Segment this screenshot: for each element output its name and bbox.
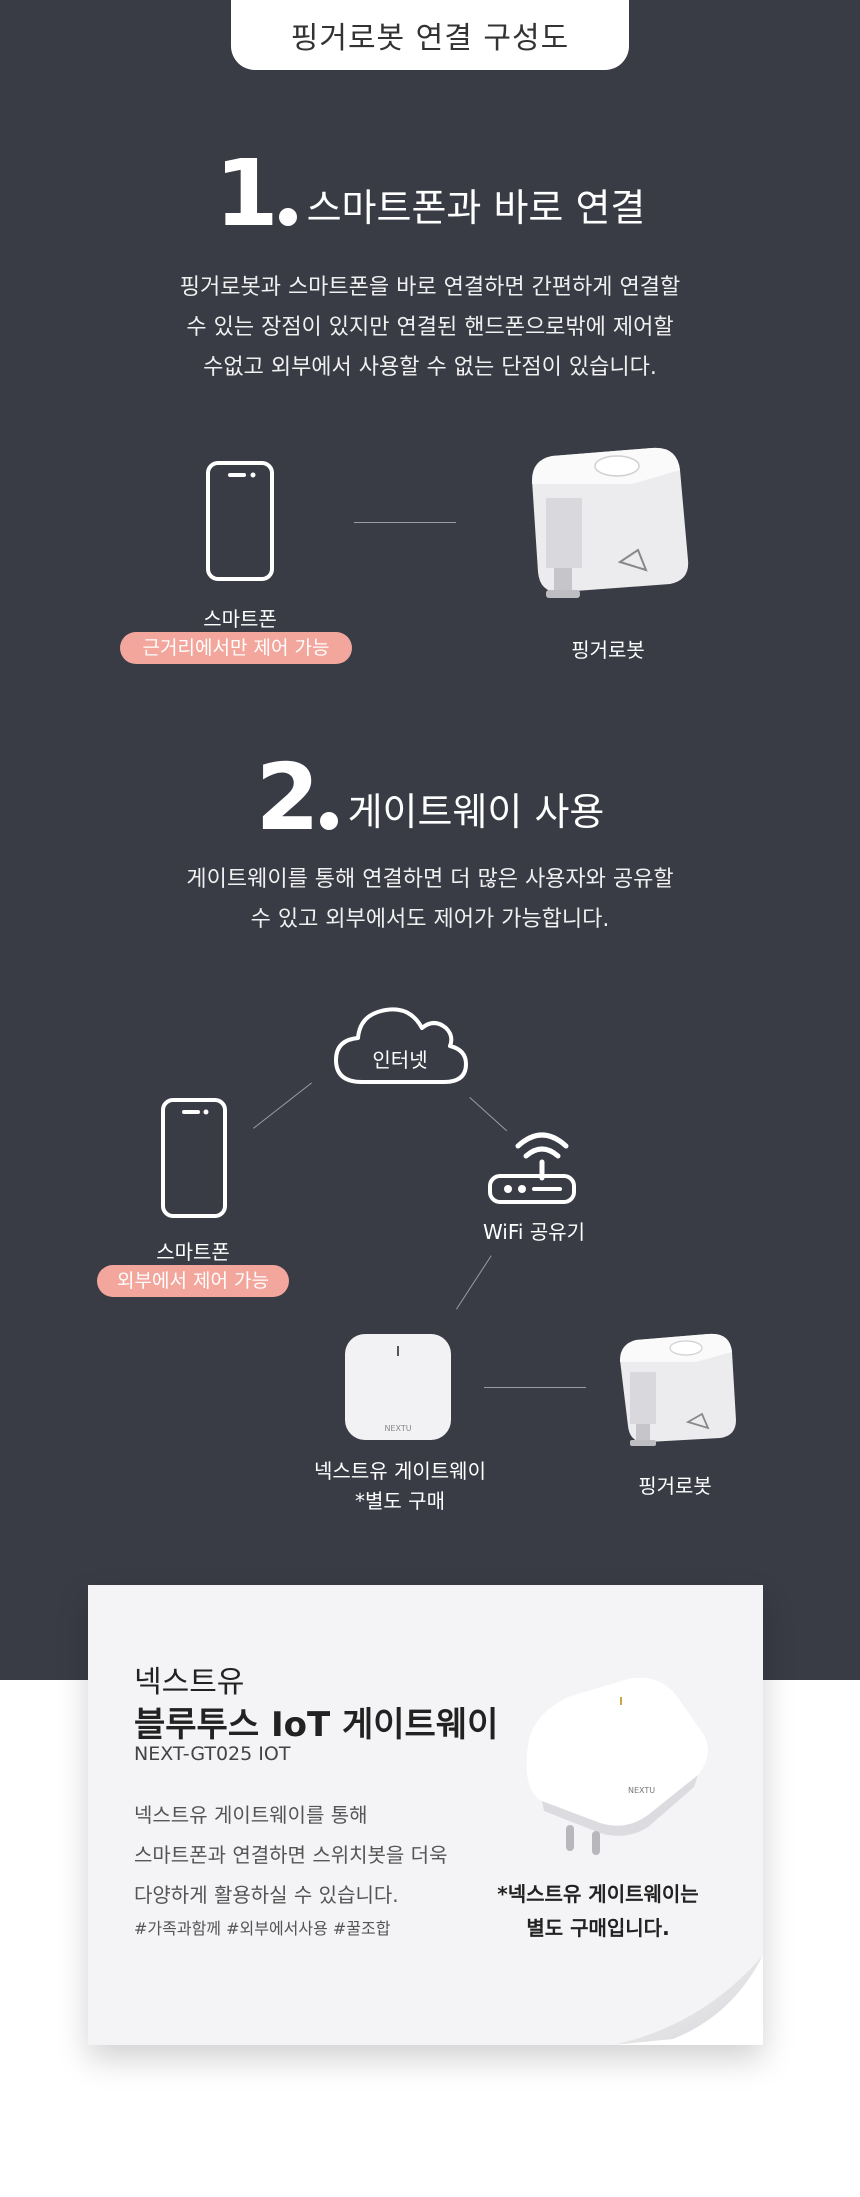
- connector-line: [484, 1387, 586, 1388]
- smartphone-icon: [161, 1098, 227, 1218]
- gateway-brand: NEXTU: [384, 1424, 412, 1433]
- step1-desc-line: 핑거로봇과 스마트폰을 바로 연결하면 간편하게 연결할: [179, 275, 681, 300]
- product-desc-line: 넥스트유 게이트웨이를 통해: [134, 1803, 368, 1827]
- product-model: NEXT-GT025 IOT: [134, 1743, 291, 1765]
- step2-robot-label: 핑거로봇: [638, 1474, 712, 1498]
- step1-phone-label: 스마트폰: [203, 607, 277, 631]
- step1-desc-line: 수없고 외부에서 사용할 수 없는 단점이 있습니다.: [203, 355, 657, 380]
- step2-phone-label: 스마트폰: [156, 1240, 230, 1264]
- wifi-router-icon: [488, 1132, 576, 1204]
- section-tab-title: 핑거로봇 연결 구성도: [231, 0, 629, 70]
- step1-phone-pill: 근거리에서만 제어 가능: [120, 632, 352, 664]
- step1-desc-line: 수 있는 장점이 있지만 연결된 핸드폰으로밖에 제어할: [186, 315, 674, 340]
- step2-description: 게이트웨이를 통해 연결하면 더 많은 사용자와 공유할 수 있고 외부에서도 …: [0, 860, 860, 940]
- gateway-product-image: NEXTU: [526, 1677, 708, 1855]
- product-note: *넥스트유 게이트웨이는 별도 구매입니다.: [483, 1877, 713, 1945]
- gateway-label-note: *별도 구매: [355, 1489, 445, 1513]
- product-note-line: *넥스트유 게이트웨이는: [497, 1882, 699, 1906]
- gateway-image: [345, 1334, 451, 1440]
- product-description: 넥스트유 게이트웨이를 통해 스마트폰과 연결하면 스위치봇을 더욱 다양하게 …: [134, 1795, 474, 1915]
- page-curl: [613, 1955, 763, 2045]
- product-desc-line: 스마트폰과 연결하면 스위치봇을 더욱: [134, 1843, 448, 1867]
- step2-dot: [319, 812, 338, 830]
- step2-desc-line: 게이트웨이를 통해 연결하면 더 많은 사용자와 공유할: [186, 867, 674, 892]
- gateway-label: 넥스트유 게이트웨이 *별도 구매: [300, 1456, 500, 1516]
- connector-line: [354, 522, 456, 523]
- smartphone-icon: [206, 461, 274, 581]
- step2-number: 2: [255, 744, 320, 851]
- step2-desc-line: 수 있고 외부에서도 제어가 가능합니다.: [250, 907, 610, 932]
- product-name: 블루투스 IoT 게이트웨이: [134, 1705, 499, 1745]
- finger-robot-image: [532, 447, 689, 598]
- wifi-label: WiFi 공유기: [482, 1220, 586, 1244]
- cloud-label: 인터넷: [372, 1048, 428, 1072]
- step2-phone-pill: 외부에서 제어 가능: [97, 1265, 289, 1297]
- step1-robot-label: 핑거로봇: [571, 638, 645, 662]
- step1-description: 핑거로봇과 스마트폰을 바로 연결하면 간편하게 연결할 수 있는 장점이 있지…: [0, 268, 860, 388]
- product-desc-line: 다양하게 활용하실 수 있습니다.: [134, 1883, 399, 1907]
- step2-title: 게이트웨이 사용: [347, 790, 605, 834]
- product-hashtags: #가족과함께 #외부에서사용 #꿀조합: [134, 1919, 391, 1938]
- gateway-label-line: 넥스트유 게이트웨이: [314, 1459, 486, 1483]
- step1-number: 1: [214, 140, 279, 247]
- step1-title: 스마트폰과 바로 연결: [306, 186, 646, 230]
- step1-dot: [278, 208, 297, 226]
- finger-robot-image: [620, 1333, 736, 1446]
- cloud-icon: [334, 1007, 468, 1084]
- product-card: 넥스트유 블루투스 IoT 게이트웨이 NEXT-GT025 IOT 넥스트유 …: [88, 1585, 763, 2045]
- product-brand: 넥스트유: [134, 1665, 245, 1700]
- gateway-device-brand: NEXTU: [628, 1786, 655, 1795]
- product-note-line: 별도 구매입니다.: [526, 1916, 670, 1940]
